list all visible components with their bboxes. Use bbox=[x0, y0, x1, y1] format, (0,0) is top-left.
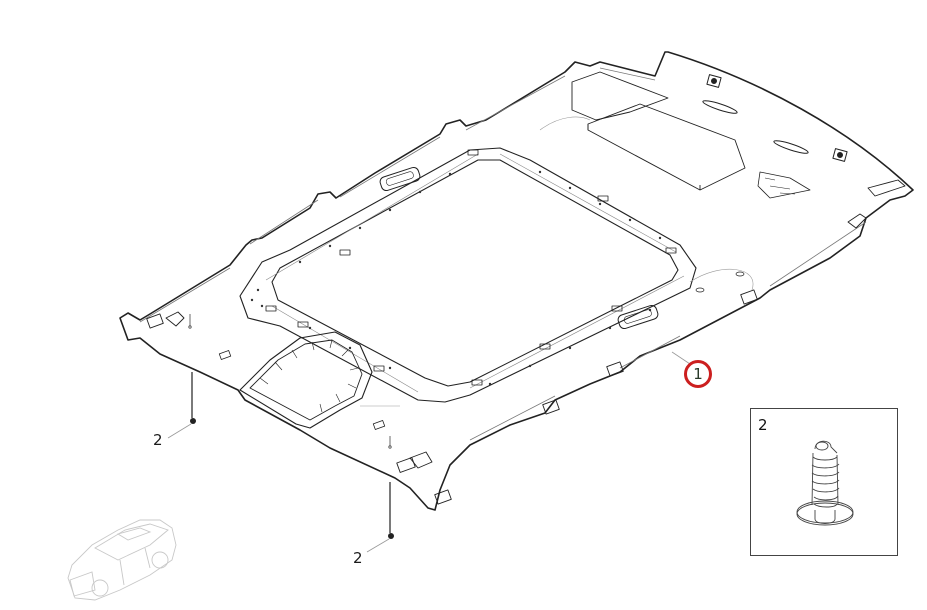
inset-label: 2 bbox=[758, 416, 768, 434]
callout-1[interactable]: 1 bbox=[684, 360, 712, 388]
fastener-left[interactable] bbox=[167, 372, 196, 439]
callout-1-label: 1 bbox=[693, 365, 703, 383]
headliner-part[interactable] bbox=[119, 51, 914, 511]
push-pin-clip-icon bbox=[796, 440, 854, 526]
callout-1-leader bbox=[671, 351, 691, 365]
callout-2-bottom[interactable]: 2 bbox=[353, 549, 363, 567]
vehicle-locator-thumbnail bbox=[67, 519, 177, 601]
detail-inset-part-2[interactable]: 2 bbox=[750, 408, 898, 556]
callout-2-left[interactable]: 2 bbox=[153, 431, 163, 449]
pin-markers bbox=[188, 314, 392, 449]
fastener-right[interactable] bbox=[366, 482, 394, 553]
